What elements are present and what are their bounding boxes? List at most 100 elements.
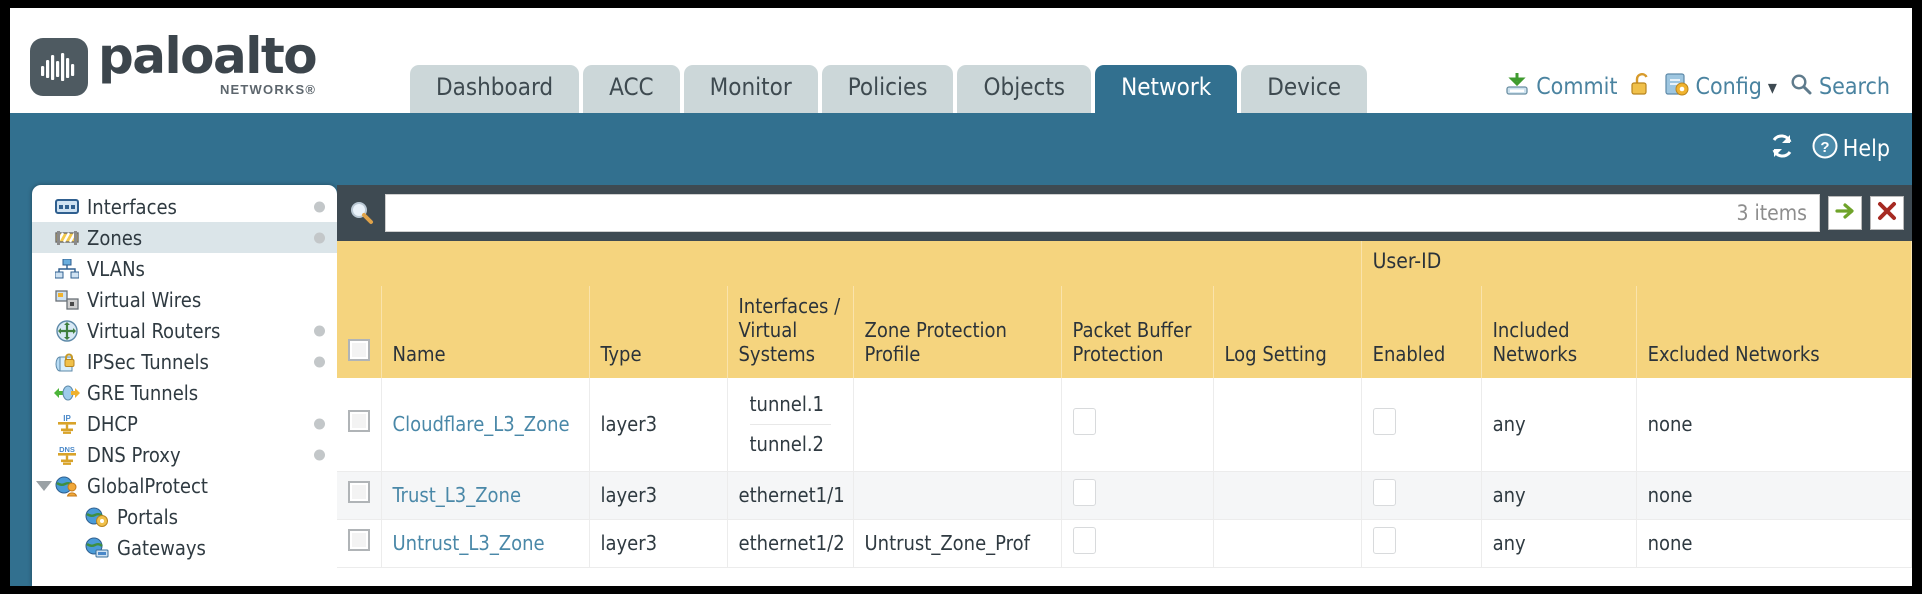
- cell-excluded-networks: none: [1636, 471, 1912, 520]
- packet-buffer-protection-checkbox[interactable]: [1072, 526, 1096, 554]
- cell-type: layer3: [589, 471, 728, 520]
- sidebar-item-interfaces[interactable]: Interfaces: [32, 191, 337, 222]
- sidebar-item-dhcp[interactable]: IP DHCP: [32, 408, 337, 439]
- userid-enabled-checkbox[interactable]: [1372, 407, 1396, 435]
- userid-enabled-checkbox[interactable]: [1372, 526, 1396, 554]
- sidebar-item-zones[interactable]: Zones: [32, 222, 337, 253]
- table-row[interactable]: Trust_L3_Zone layer3 ethernet1/1: [337, 471, 1912, 520]
- svg-text:?: ?: [1820, 139, 1829, 156]
- unlock-icon: [1630, 71, 1652, 103]
- column-header-name[interactable]: Name: [381, 285, 590, 378]
- group-spacer: [337, 241, 1362, 286]
- filter-search-icon[interactable]: [347, 200, 377, 226]
- config-menu[interactable]: Config ▾: [1664, 71, 1777, 103]
- cell-userid-enabled[interactable]: [1361, 519, 1482, 568]
- row-checkbox[interactable]: [348, 481, 370, 504]
- cell-log-setting: [1213, 471, 1362, 520]
- tab-acc[interactable]: ACC: [583, 65, 680, 113]
- zone-name-link[interactable]: Untrust_L3_Zone: [392, 530, 545, 555]
- cell-type: layer3: [589, 377, 728, 472]
- sidebar-item-label: Zones: [87, 225, 143, 250]
- table-row[interactable]: Untrust_L3_Zone layer3 ethernet1/2 Untru…: [337, 519, 1912, 568]
- sidebar-item-label: Virtual Wires: [87, 287, 202, 312]
- column-header-included-networks[interactable]: Included Networks: [1481, 285, 1637, 378]
- cell-packet-buffer-protection[interactable]: [1061, 471, 1214, 520]
- select-all-checkbox[interactable]: [348, 339, 370, 362]
- cell-name[interactable]: Trust_L3_Zone: [381, 471, 590, 520]
- apply-arrow-icon: [1834, 200, 1856, 227]
- cell-packet-buffer-protection[interactable]: [1061, 519, 1214, 568]
- sidebar-item-label: IPSec Tunnels: [87, 349, 209, 374]
- sidebar-item-portals[interactable]: Portals: [32, 501, 337, 532]
- sidebar-item-vlans[interactable]: VLANs: [32, 253, 337, 284]
- items-count-label: 3 items: [1736, 201, 1807, 225]
- filter-input[interactable]: [398, 196, 1737, 230]
- search-label: Search: [1818, 74, 1890, 100]
- packet-buffer-protection-checkbox[interactable]: [1072, 407, 1096, 435]
- column-header-zone-protection-profile[interactable]: Zone Protection Profile: [853, 285, 1062, 378]
- cell-type: layer3: [589, 519, 728, 568]
- table-row[interactable]: Cloudflare_L3_Zone layer3 tunnel.1 tunne…: [337, 377, 1912, 472]
- dhcp-icon: IP: [54, 413, 80, 435]
- cell-packet-buffer-protection[interactable]: [1061, 377, 1214, 472]
- cell-userid-enabled[interactable]: [1361, 471, 1482, 520]
- interface-entry: tunnel.1: [749, 385, 831, 425]
- expand-caret-icon[interactable]: [36, 480, 52, 491]
- zones-table-wrap[interactable]: User-ID Name Type Interfaces / Virtual S…: [337, 241, 1912, 586]
- sidebar-item-gateways[interactable]: Gateways: [32, 532, 337, 563]
- sidebar-status-dot: [314, 201, 325, 212]
- commit-button[interactable]: Commit: [1504, 71, 1618, 103]
- tab-device[interactable]: Device: [1241, 65, 1368, 113]
- refresh-button[interactable]: [1768, 133, 1796, 165]
- cell-log-setting: [1213, 519, 1362, 568]
- row-select-cell[interactable]: [337, 377, 382, 472]
- sidebar-item-gre-tunnels[interactable]: GRE Tunnels: [32, 377, 337, 408]
- column-header-excluded-networks[interactable]: Excluded Networks: [1636, 285, 1912, 378]
- zone-name-link[interactable]: Trust_L3_Zone: [392, 482, 522, 507]
- column-header-packet-buffer-protection[interactable]: Packet Buffer Protection: [1061, 285, 1214, 378]
- commit-icon: [1504, 71, 1530, 103]
- cell-name[interactable]: Untrust_L3_Zone: [381, 519, 590, 568]
- row-select-cell[interactable]: [337, 519, 382, 568]
- sidebar-item-globalprotect[interactable]: GlobalProtect: [32, 470, 337, 501]
- sidebar-item-virtual-routers[interactable]: Virtual Routers: [32, 315, 337, 346]
- cell-userid-enabled[interactable]: [1361, 377, 1482, 472]
- zone-name-link[interactable]: Cloudflare_L3_Zone: [392, 411, 570, 436]
- cell-name[interactable]: Cloudflare_L3_Zone: [381, 377, 590, 472]
- tab-objects[interactable]: Objects: [957, 65, 1092, 113]
- row-checkbox[interactable]: [348, 410, 370, 433]
- search-icon: [1789, 72, 1813, 102]
- sidebar-item-label: DNS Proxy: [87, 442, 181, 467]
- refresh-icon: [1768, 133, 1796, 165]
- cell-zone-protection-profile: [853, 471, 1062, 520]
- svg-text:IP: IP: [63, 414, 71, 423]
- clear-filter-button[interactable]: [1870, 196, 1904, 230]
- packet-buffer-protection-checkbox[interactable]: [1072, 478, 1096, 506]
- search-button[interactable]: Search: [1789, 72, 1890, 102]
- select-all-header[interactable]: [337, 285, 382, 378]
- column-header-type[interactable]: Type: [589, 285, 728, 378]
- apply-filter-button[interactable]: [1828, 196, 1862, 230]
- filter-input-wrap[interactable]: 3 items: [385, 194, 1820, 232]
- body-area: Interfaces Zones VLANs Vir: [10, 185, 1912, 586]
- row-select-cell[interactable]: [337, 471, 382, 520]
- sidebar-status-dot: [314, 356, 325, 367]
- tab-dashboard[interactable]: Dashboard: [410, 65, 580, 113]
- userid-enabled-checkbox[interactable]: [1372, 478, 1396, 506]
- network-sidebar[interactable]: Interfaces Zones VLANs Vir: [32, 185, 337, 586]
- column-header-enabled[interactable]: Enabled: [1361, 285, 1482, 378]
- row-checkbox[interactable]: [348, 529, 370, 552]
- tab-network[interactable]: Network: [1095, 65, 1238, 113]
- column-header-log-setting[interactable]: Log Setting: [1213, 285, 1362, 378]
- sidebar-item-dns-proxy[interactable]: DNS DNS Proxy: [32, 439, 337, 470]
- sidebar-item-virtual-wires[interactable]: Virtual Wires: [32, 284, 337, 315]
- unlock-button[interactable]: [1630, 71, 1652, 103]
- sidebar-item-ipsec-tunnels[interactable]: IPSec Tunnels: [32, 346, 337, 377]
- cell-zone-protection-profile: Untrust_Zone_Prof: [853, 519, 1062, 568]
- help-button[interactable]: ? Help: [1812, 133, 1890, 165]
- tab-policies[interactable]: Policies: [821, 65, 954, 113]
- sub-toolbar-actions: ? Help: [1768, 133, 1890, 165]
- column-header-interfaces[interactable]: Interfaces / Virtual Systems: [727, 285, 854, 378]
- zones-panel: 3 items: [337, 185, 1912, 586]
- tab-monitor[interactable]: Monitor: [683, 65, 818, 113]
